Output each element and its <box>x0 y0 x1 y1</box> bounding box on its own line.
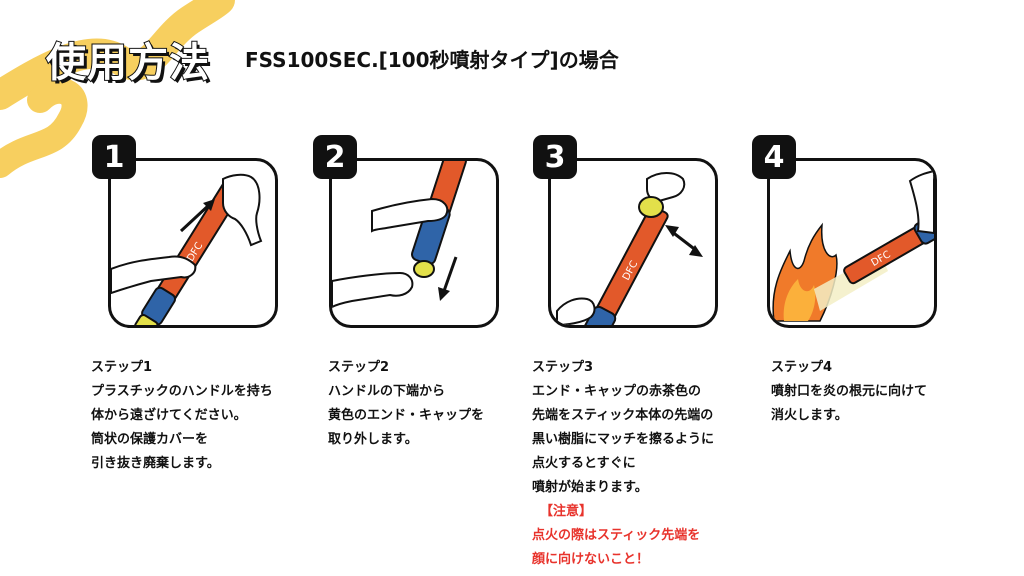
step-3-title: ステップ3 <box>532 360 594 375</box>
step-3-line: 点火するとすぐに <box>532 456 636 471</box>
step-3-description: ステップ3 エンド・キャップの赤茶色の 先端をスティック本体の先端の 黒い樹脂に… <box>532 356 714 572</box>
page-title: 使用方法 <box>45 39 210 87</box>
step-4-number-badge: 4 <box>752 135 796 179</box>
remove-cover-icon: DFC <box>111 173 263 325</box>
step-2-description: ステップ2 ハンドルの下端から 黄色のエンド・キャップを 取り外します。 <box>328 356 484 452</box>
step-1-line: 体から遠ざけてください。 <box>91 408 247 423</box>
step-4-description: ステップ4 噴射口を炎の根元に向けて 消火します。 <box>771 356 927 428</box>
step-1-title: ステップ1 <box>91 360 153 375</box>
step-1-description: ステップ1 プラスチックのハンドルを持ち 体から遠ざけてください。 筒状の保護カ… <box>91 356 273 476</box>
step-3-line: エンド・キャップの赤茶色の <box>532 384 702 399</box>
step-3-line: 先端をスティック本体の先端の <box>532 408 714 423</box>
step-2-title: ステップ2 <box>328 360 390 375</box>
step-2-line: 取り外します。 <box>328 432 418 447</box>
step-1-line: 筒状の保護カバーを <box>91 432 209 447</box>
step-4-line: 消火します。 <box>771 408 848 423</box>
step-1-line: プラスチックのハンドルを持ち <box>91 384 273 399</box>
step-3-warning-line: 点火の際はスティック先端を <box>532 528 701 543</box>
step-2-line: ハンドルの下端から <box>328 384 446 399</box>
step-1-number-badge: 1 <box>92 135 136 179</box>
step-4-title: ステップ4 <box>771 360 833 375</box>
step-3-line: 黒い樹脂にマッチを擦るように <box>532 432 715 447</box>
strike-cap-icon: DFC <box>556 172 703 325</box>
step-3-line: 噴射が始まります。 <box>532 480 648 495</box>
page-subtitle: FSS100SEC.[100秒噴射タイプ]の場合 <box>245 48 619 72</box>
step-4-line: 噴射口を炎の根元に向けて <box>771 384 928 399</box>
step-3-warning-title: 【注意】 <box>540 504 593 519</box>
step-2-line: 黄色のエンド・キャップを <box>328 408 485 423</box>
step-1-image-card: DFC <box>108 158 278 328</box>
step-2-image-card <box>329 158 499 328</box>
step-3-warning-line: 顔に向けないこと！ <box>532 552 650 567</box>
step-3-image-card: DFC <box>548 158 718 328</box>
step-3-number-badge: 3 <box>533 135 577 179</box>
step-2-number-badge: 2 <box>313 135 357 179</box>
remove-cap-icon <box>332 161 467 309</box>
step-4-image-card: DFC <box>767 158 937 328</box>
extinguish-fire-icon: DFC <box>772 169 934 322</box>
decorative-swirl <box>0 0 235 178</box>
step-1-line: 引き抜き廃棄します。 <box>91 456 220 471</box>
